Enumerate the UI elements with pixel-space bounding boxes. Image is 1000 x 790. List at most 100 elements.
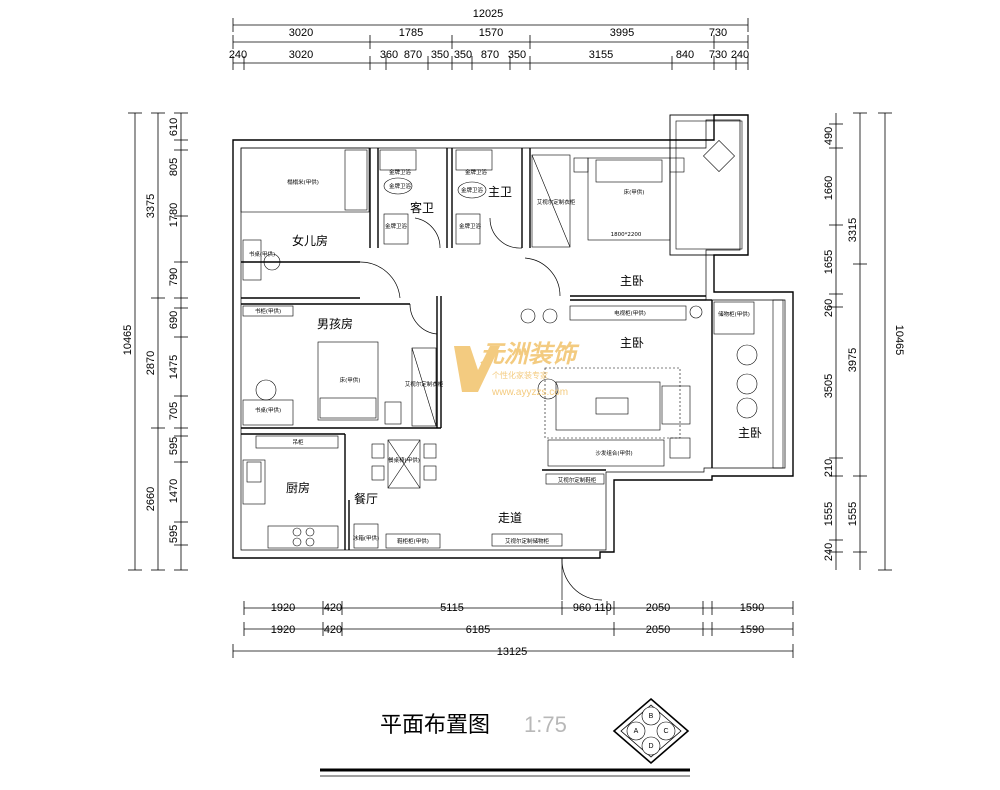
side-table [669,437,691,459]
dim-left-i3: 1780 [168,203,180,227]
dim-bot2-1: 1920 [271,624,295,636]
label-daughter-desk: 书桌(甲供) [249,250,275,258]
master-shower [455,149,493,171]
dimension-labels: 12025 3020 1785 1570 3995 730 240 3020 3… [122,8,905,658]
room-kitchen: 厨房 [286,480,310,495]
boy-chair [255,379,277,401]
dim-bot2-3: 6185 [466,624,490,636]
compass-letter-a: A [634,728,639,735]
room-master-bath: 主卫 [488,185,512,199]
plant-3 [689,305,703,319]
balcony [669,114,749,256]
armchair [661,385,691,425]
furniture-labels: 榻榻米(甲供) 书桌(甲供) 金牌卫浴 金牌卫浴 金牌卫浴 金牌卫浴 金牌卫浴 … [249,168,750,545]
room-living: 主卧 [620,336,644,350]
door-daughter [359,261,401,299]
doors [359,217,603,601]
dim-right-o2: 3975 [847,348,859,372]
shoe-cabinet [385,533,441,549]
dim-top2-2: 3020 [289,49,313,61]
dining-chair-4 [423,465,437,481]
label-dining-table: 餐桌椅(甲供) [388,456,420,464]
dim-left-o3: 2660 [145,487,157,511]
compass-letter-d: D [648,743,653,750]
dim-left-i6: 1475 [168,355,180,379]
dim-bot-4: 960 [573,602,591,614]
dim-left-i10: 595 [168,525,180,543]
boy-bed [317,341,379,421]
room-labels: 女儿房 客卫 主卫 主卧 男孩房 主卧 主卧 厨房 餐厅 走道 [286,185,762,525]
dim-top2-12: 240 [731,49,749,61]
master-bed [587,157,671,241]
dim-right-i6: 210 [823,459,835,477]
study-chair-2 [736,373,758,395]
watermark-logo-icon [454,346,500,392]
label-corridor-cabinet: 艾视尔定制储物柜 [505,537,550,545]
study-cabinet [713,301,755,335]
round-side-table [537,378,559,400]
compass-letter-b: B [649,713,654,720]
dim-bot2-5: 1590 [740,624,764,636]
dim-left-overall: 10465 [122,325,134,356]
dim-bot-7: 1590 [740,602,764,614]
inner-wall [240,119,786,551]
label-fridge: 冰箱(甲供) [353,534,379,542]
dining-chair-3 [423,443,437,459]
dim-bot2-2: 420 [324,624,342,636]
dim-right-overall: 10465 [893,325,905,356]
label-master-toilet: 金牌卫浴 [461,186,484,194]
dim-right-o1: 3315 [847,218,859,242]
dim-bot-2: 420 [324,602,342,614]
room-corridor: 走道 [498,511,522,525]
dining-table [387,439,421,489]
coffee-table-area [555,381,661,431]
boy-bed-pillows [319,397,377,419]
tv-cabinet [569,305,687,321]
dining-chair-1 [371,443,385,459]
label-boy-bookcase: 书柜(甲供) [255,307,281,315]
dim-bot-1: 1920 [271,602,295,614]
door-guest-bath [414,217,441,249]
dim-bot-5: 110 [594,602,612,614]
corridor-cabinet [491,533,563,547]
label-sofa: 沙发组合(甲供) [595,449,632,457]
sofa [547,439,665,467]
dim-right-i2: 1660 [823,176,835,200]
label-study-shoe: 艾视尔定制鞋柜 [558,476,597,484]
nightstand-right [669,157,685,173]
compass-icon: B A C D [612,697,690,765]
dim-top2-11: 730 [709,49,727,61]
dim-top2-8: 350 [508,49,526,61]
door-master-bath [489,217,523,249]
label-master-bed-size: 1800*2200 [611,232,642,238]
label-master-basin: 金牌卫浴 [459,222,482,230]
kitchen-sink [246,461,262,483]
watermark-slogan: 个性化家装专家 [492,370,548,380]
entry-door [561,557,603,601]
dim-bot-6: 2050 [646,602,670,614]
room-boy: 男孩房 [317,316,353,331]
guest-basin [383,213,409,245]
drawing-scale: 1:75 [524,712,567,737]
door-boy [409,303,438,335]
dim-top-4: 3995 [610,27,634,39]
dim-right-i3: 1655 [823,250,835,274]
dim-left-i8: 595 [168,437,180,455]
room-master-bedroom: 主卧 [620,274,644,288]
plant-1 [520,308,536,324]
daughter-chair [263,253,281,271]
daughter-bed-pillow [344,149,368,211]
study-shoe-cabinet [772,299,784,469]
room-guest-bath: 客卫 [410,200,434,215]
label-boy-wardrobe: 艾视尔定制衣柜 [405,380,444,388]
dim-right-i4: 260 [823,299,835,317]
label-guest-shower: 金牌卫浴 [389,168,412,176]
room-daughter: 女儿房 [292,233,328,248]
study-chair-3 [736,397,758,419]
dim-right-o3: 1555 [847,502,859,526]
master-toilet [457,181,487,199]
dim-top-1: 3020 [289,27,313,39]
dim-left-o2: 2870 [145,351,157,375]
dimension-lines [128,18,892,658]
balcony-table [703,140,735,172]
